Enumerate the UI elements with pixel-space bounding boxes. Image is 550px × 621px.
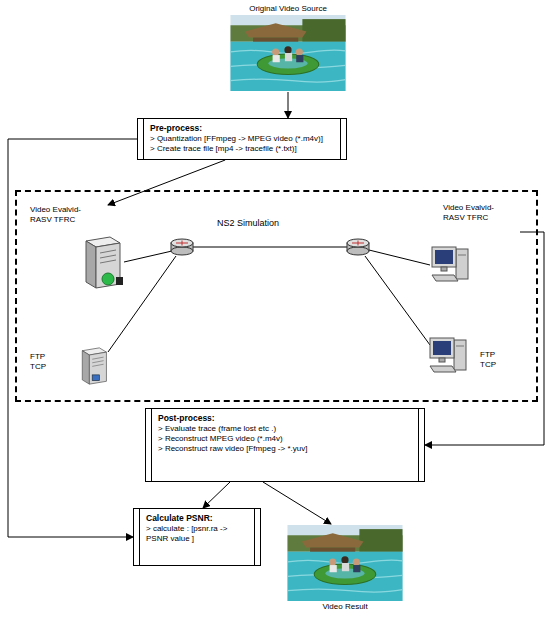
link bbox=[124, 251, 172, 262]
server-node: Video Evalvid-RASV TFRC bbox=[30, 205, 130, 293]
region-label: NS2 Simulation bbox=[217, 218, 279, 228]
box-heading: Pre-process: bbox=[150, 123, 334, 133]
process-box: Calculate PSNR:> calculate : [psnr.ra ->… bbox=[133, 508, 261, 566]
box-line: > Create trace file [mp4 -> tracefile (*… bbox=[150, 144, 334, 154]
video-frame bbox=[287, 525, 403, 601]
server-node: FTP TCP bbox=[30, 340, 115, 395]
server-icon bbox=[78, 342, 110, 390]
video-frame bbox=[230, 15, 346, 91]
client-node: Video Evalvid-RASV TFRC bbox=[425, 203, 520, 288]
box-side-line bbox=[254, 509, 255, 565]
image-caption: Video Result bbox=[283, 602, 407, 612]
video-image: Video Result bbox=[283, 524, 407, 612]
flow-arrow bbox=[8, 139, 137, 537]
server-icon bbox=[80, 235, 125, 290]
flow-arrow bbox=[203, 482, 230, 508]
node-label: Video Evalvid-RASV TFRC bbox=[30, 205, 92, 225]
node-label: FTP TCP bbox=[30, 352, 54, 372]
simulation-region: NS2 Simulation Video Evalvid-RASV TFRC FTP… bbox=[15, 190, 538, 402]
flow-arrow bbox=[425, 232, 544, 445]
computer-icon bbox=[428, 334, 468, 376]
client-node: FTP TCP bbox=[428, 332, 518, 382]
link bbox=[193, 247, 347, 248]
box-side-line bbox=[139, 509, 140, 565]
box-heading: Calculate PSNR: bbox=[146, 513, 248, 523]
flow-arrow bbox=[263, 482, 331, 524]
box-line: > Reconstruct raw video [Ffmpeg -> *.yuv… bbox=[158, 444, 412, 454]
node-label: Video Evalvid-RASV TFRC bbox=[443, 203, 505, 223]
router-symbol bbox=[171, 239, 193, 255]
image-caption: Original Video Source bbox=[228, 4, 348, 14]
box-heading: Post-process: bbox=[158, 413, 412, 423]
flow-arrow bbox=[288, 92, 289, 118]
box-side-line bbox=[143, 119, 144, 159]
box-side-line bbox=[340, 119, 341, 159]
flow-arrow bbox=[108, 160, 225, 205]
router-symbol bbox=[347, 239, 369, 255]
link bbox=[369, 250, 430, 265]
process-box: Pre-process:> Quantization [FFmpeg -> MP… bbox=[137, 118, 347, 160]
box-line: > calculate : [psnr.ra -> PSNR value ] bbox=[146, 524, 248, 544]
process-box: Post-process:> Evaluate trace (frame los… bbox=[145, 408, 425, 482]
computer-icon bbox=[430, 243, 470, 285]
box-side-line bbox=[151, 409, 152, 481]
box-line: > Quantization [FFmpeg -> MPEG video (*.… bbox=[150, 134, 334, 144]
box-side-line bbox=[418, 409, 419, 481]
link bbox=[365, 256, 430, 345]
video-image: Original Video Source bbox=[228, 4, 348, 92]
box-line: > Reconstruct MPEG video (*.m4v) bbox=[158, 434, 412, 444]
node-label: FTP TCP bbox=[480, 350, 504, 370]
box-line: > Evaluate trace (frame lost etc .) bbox=[158, 424, 412, 434]
